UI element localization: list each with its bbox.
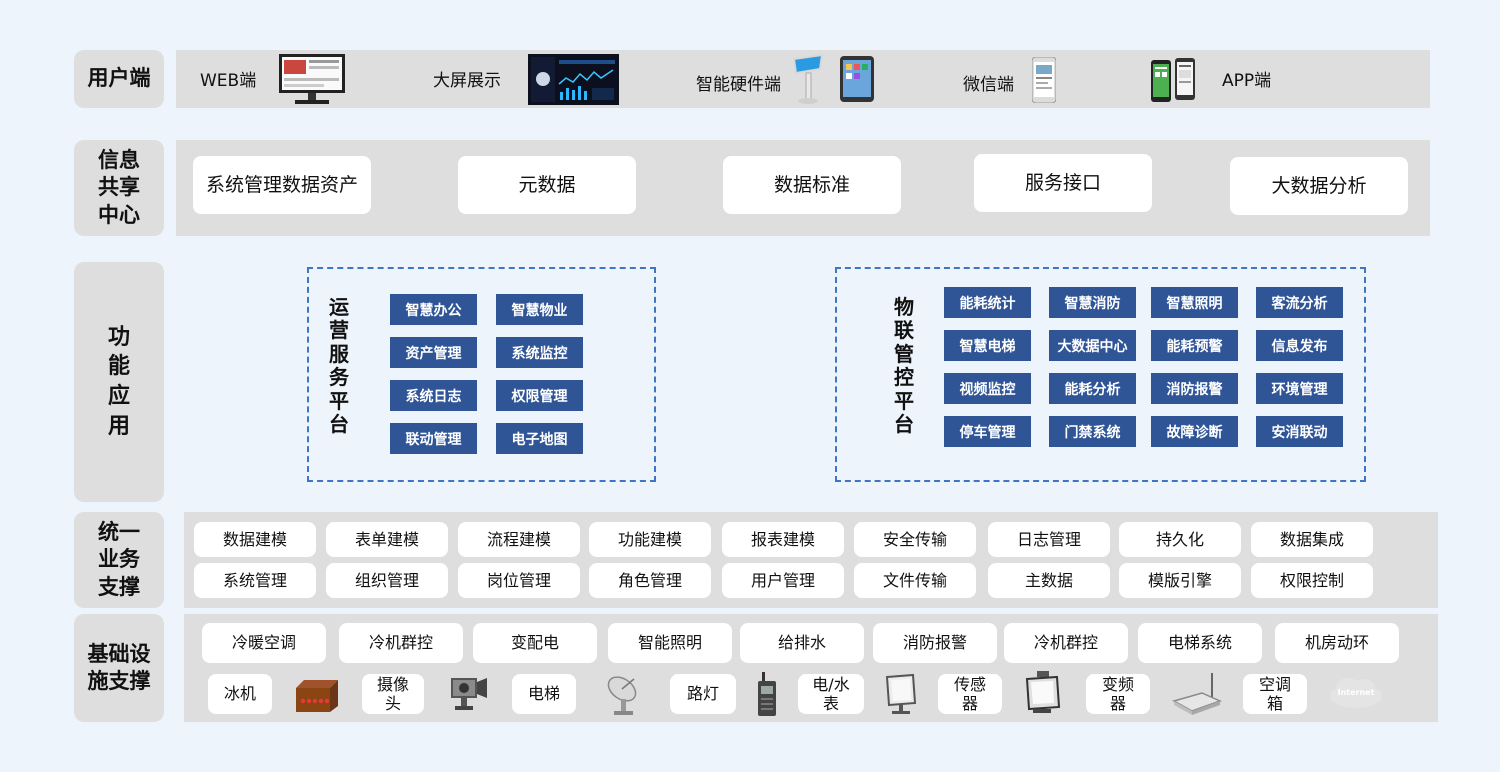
infra-machine-room[interactable]: 机房动环 <box>1275 623 1399 663</box>
infra-fire-alarm[interactable]: 消防报警 <box>873 623 997 663</box>
iot-item-fire-alarm[interactable]: 消防报警 <box>1151 373 1238 404</box>
ops-platform-frame <box>307 267 656 482</box>
infra-power-distribution[interactable]: 变配电 <box>473 623 597 663</box>
walkie-talkie-icon <box>758 672 776 716</box>
internet-label: Internet <box>1338 688 1375 697</box>
iot-item-smart-fire[interactable]: 智慧消防 <box>1049 287 1136 318</box>
biz-process-modeling[interactable]: 流程建模 <box>458 522 580 557</box>
ops-item-smart-property[interactable]: 智慧物业 <box>496 294 583 325</box>
biz-role-management[interactable]: 角色管理 <box>589 563 711 598</box>
iot-item-energy-warning[interactable]: 能耗预警 <box>1151 330 1238 361</box>
biz-data-modeling[interactable]: 数据建模 <box>194 522 316 557</box>
big-screen-icon <box>528 54 619 105</box>
iot-item-smart-elevator[interactable]: 智慧电梯 <box>944 330 1031 361</box>
device-elevator[interactable]: 电梯 <box>512 674 576 714</box>
device-air-handling-unit[interactable]: 空调箱 <box>1243 674 1307 714</box>
ops-item-smart-office[interactable]: 智慧办公 <box>390 294 477 325</box>
iot-item-security-fire-linkage[interactable]: 安消联动 <box>1256 416 1343 447</box>
biz-file-transfer[interactable]: 文件传输 <box>854 563 976 598</box>
infra-chiller-control-2[interactable]: 冷机群控 <box>1004 623 1128 663</box>
infra-water-supply-drainage[interactable]: 给排水 <box>740 623 864 663</box>
biz-position-management[interactable]: 岗位管理 <box>458 563 580 598</box>
biz-function-modeling[interactable]: 功能建模 <box>589 522 711 557</box>
layer-label-business: 统一业务支撑 <box>74 512 164 608</box>
layer-label-user: 用户端 <box>74 50 164 108</box>
ops-item-system-monitoring[interactable]: 系统监控 <box>496 337 583 368</box>
device-camera[interactable]: 摄像头 <box>362 674 424 714</box>
big-screen-label: 大屏展示 <box>433 71 501 91</box>
iot-item-smart-lighting[interactable]: 智慧照明 <box>1151 287 1238 318</box>
biz-form-modeling[interactable]: 表单建模 <box>326 522 448 557</box>
biz-permission-control[interactable]: 权限控制 <box>1251 563 1373 598</box>
compressor-icon <box>296 680 338 712</box>
ops-platform-title: 运营服务平台 <box>329 295 349 436</box>
biz-user-management[interactable]: 用户管理 <box>722 563 844 598</box>
iot-item-fault-diagnosis[interactable]: 故障诊断 <box>1151 416 1238 447</box>
smart-hardware-label: 智能硬件端 <box>696 75 781 95</box>
ops-item-linkage-management[interactable]: 联动管理 <box>390 423 477 454</box>
iot-item-passenger-flow[interactable]: 客流分析 <box>1256 287 1343 318</box>
iot-item-environment-management[interactable]: 环境管理 <box>1256 373 1343 404</box>
biz-organization-management[interactable]: 组织管理 <box>326 563 448 598</box>
web-terminal-label: WEB端 <box>200 71 257 91</box>
tablet-icon <box>840 56 874 102</box>
iot-platform-title: 物联管控平台 <box>894 295 914 436</box>
phone-icon <box>1032 57 1056 103</box>
device-inverter[interactable]: 变频器 <box>1086 674 1150 714</box>
infra-smart-lighting[interactable]: 智能照明 <box>608 623 732 663</box>
biz-log-management[interactable]: 日志管理 <box>988 522 1110 557</box>
device-electric-water-meter[interactable]: 电/水表 <box>798 674 864 714</box>
biz-report-modeling[interactable]: 报表建模 <box>722 522 844 557</box>
biz-master-data[interactable]: 主数据 <box>988 563 1110 598</box>
cloud-icon: Internet <box>1330 678 1382 708</box>
app-terminal-label: APP端 <box>1222 71 1272 91</box>
two-phones-icon <box>1151 58 1195 102</box>
satellite-dish-icon <box>607 676 637 715</box>
info-item-big-data-analysis[interactable]: 大数据分析 <box>1230 157 1408 215</box>
infra-elevator-system[interactable]: 电梯系统 <box>1138 623 1262 663</box>
info-item-service-interface[interactable]: 服务接口 <box>974 154 1152 212</box>
ops-item-permission-management[interactable]: 权限管理 <box>496 380 583 411</box>
ops-item-system-log[interactable]: 系统日志 <box>390 380 477 411</box>
ops-item-electronic-map[interactable]: 电子地图 <box>496 423 583 454</box>
monitor-icon <box>279 54 345 104</box>
iot-item-energy-analysis[interactable]: 能耗分析 <box>1049 373 1136 404</box>
iot-item-info-publishing[interactable]: 信息发布 <box>1256 330 1343 361</box>
biz-system-management[interactable]: 系统管理 <box>194 563 316 598</box>
device-chiller[interactable]: 冰机 <box>208 674 272 714</box>
biz-data-integration[interactable]: 数据集成 <box>1251 522 1373 557</box>
biz-persistence[interactable]: 持久化 <box>1119 522 1241 557</box>
iot-item-big-data-center[interactable]: 大数据中心 <box>1049 330 1136 361</box>
ops-item-asset-management[interactable]: 资产管理 <box>390 337 477 368</box>
iot-platform-frame <box>835 267 1366 482</box>
lcd-monitor-icon <box>885 673 917 714</box>
device-sensor[interactable]: 传感器 <box>938 674 1002 714</box>
iot-item-video-monitoring[interactable]: 视频监控 <box>944 373 1031 404</box>
iot-item-access-control[interactable]: 门禁系统 <box>1049 416 1136 447</box>
layer-label-info: 信息共享中心 <box>74 140 164 236</box>
biz-template-engine[interactable]: 模版引擎 <box>1119 563 1241 598</box>
infra-chiller-control[interactable]: 冷机群控 <box>339 623 463 663</box>
layer-label-infra: 基础设施支撑 <box>74 614 164 722</box>
layer-label-func: 功能应用 <box>74 262 164 502</box>
biz-secure-transfer[interactable]: 安全传输 <box>854 522 976 557</box>
device-street-light[interactable]: 路灯 <box>670 674 736 714</box>
wechat-terminal-label: 微信端 <box>963 75 1014 95</box>
info-item-system-data-assets[interactable]: 系统管理数据资产 <box>193 156 371 214</box>
iot-item-energy-statistics[interactable]: 能耗统计 <box>944 287 1031 318</box>
camera-icon <box>451 678 487 710</box>
info-item-metadata[interactable]: 元数据 <box>458 156 636 214</box>
info-item-data-standard[interactable]: 数据标准 <box>723 156 901 214</box>
infra-hvac[interactable]: 冷暖空调 <box>202 623 326 663</box>
kiosk-icon <box>792 53 824 104</box>
iot-item-parking-management[interactable]: 停车管理 <box>944 416 1031 447</box>
tv-icon <box>1025 671 1061 713</box>
router-icon <box>1172 673 1222 715</box>
